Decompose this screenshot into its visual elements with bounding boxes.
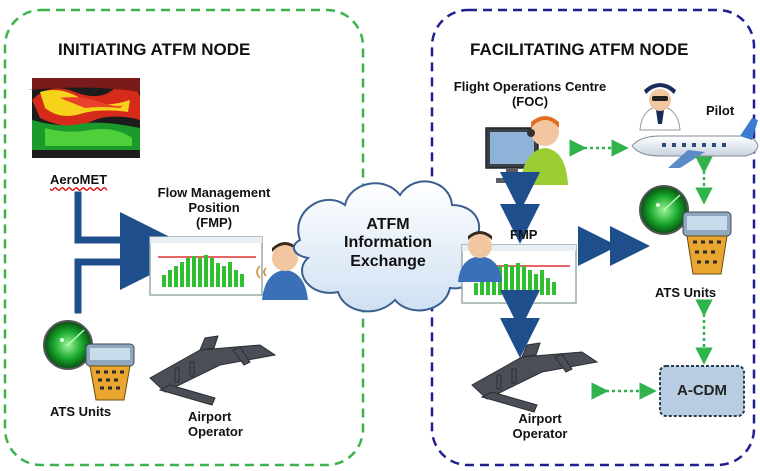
initiating-node-title: INITIATING ATFM NODE: [58, 40, 251, 59]
airplane-icon: [631, 118, 759, 168]
foc-workstation-icon: [485, 116, 568, 185]
left-ats-radar-icon: [43, 320, 93, 370]
left-fmp-label-line2: Position: [188, 199, 240, 215]
left-fmp-label-line3: (FMP): [195, 214, 233, 230]
right-operator-icon: [458, 231, 502, 282]
foc-label-line2: (FOC): [511, 93, 549, 109]
pilot-icon: [639, 83, 681, 131]
left-connectors: [74, 191, 176, 314]
facilitating-node-title: FACILITATING ATFM NODE: [470, 40, 689, 59]
facilitating-node-border: [430, 8, 756, 467]
acdm-label: A-CDM: [677, 382, 727, 399]
left-fmp-label-line1: Flow Management: [157, 185, 271, 200]
cloud-label-line3: Exchange: [350, 252, 426, 270]
foc-label-line1: Flight Operations Centre: [453, 79, 607, 94]
left-ats-tower-icon: [85, 343, 135, 401]
left-fmp-label: Flow Management Position (FMP): [150, 185, 278, 231]
cloud-label-line1: ATFM: [366, 216, 410, 233]
right-blue-arrows: [500, 172, 650, 358]
left-fmp-screen: [149, 236, 263, 296]
right-ats-tower-icon: [682, 211, 732, 275]
cloud-label-line2: Information: [344, 234, 432, 252]
aeromet-label-text: AeroMET: [50, 172, 108, 187]
left-airport-label: Airport Operator: [188, 409, 243, 440]
left-airport-label-line1: Airport: [188, 409, 232, 424]
left-airport-label-line2: Operator: [188, 423, 243, 439]
foc-label: Flight Operations Centre (FOC): [440, 79, 620, 110]
right-airport-label: Airport Operator: [500, 411, 580, 442]
right-ats-radar-icon: [639, 185, 689, 235]
acdm-box: [659, 365, 745, 417]
right-airport-label-line1: Airport: [518, 411, 562, 426]
left-operator-icon: [256, 242, 308, 300]
right-ats-label: ATS Units: [655, 285, 717, 300]
pilot-label: Pilot: [706, 103, 735, 118]
right-fmp-label: FMP: [510, 227, 538, 242]
right-airport-terminal-icon: [471, 342, 599, 413]
right-airport-label-line2: Operator: [512, 425, 568, 441]
aeromet-label: AeroMET: [50, 172, 108, 188]
left-ats-label: ATS Units: [50, 404, 112, 419]
right-green-dotted-arrows: [569, 139, 713, 400]
cloud-label: ATFM Information Exchange: [338, 216, 438, 271]
aeromet-radar-image: [29, 78, 141, 158]
left-airport-terminal-icon: [149, 335, 277, 406]
